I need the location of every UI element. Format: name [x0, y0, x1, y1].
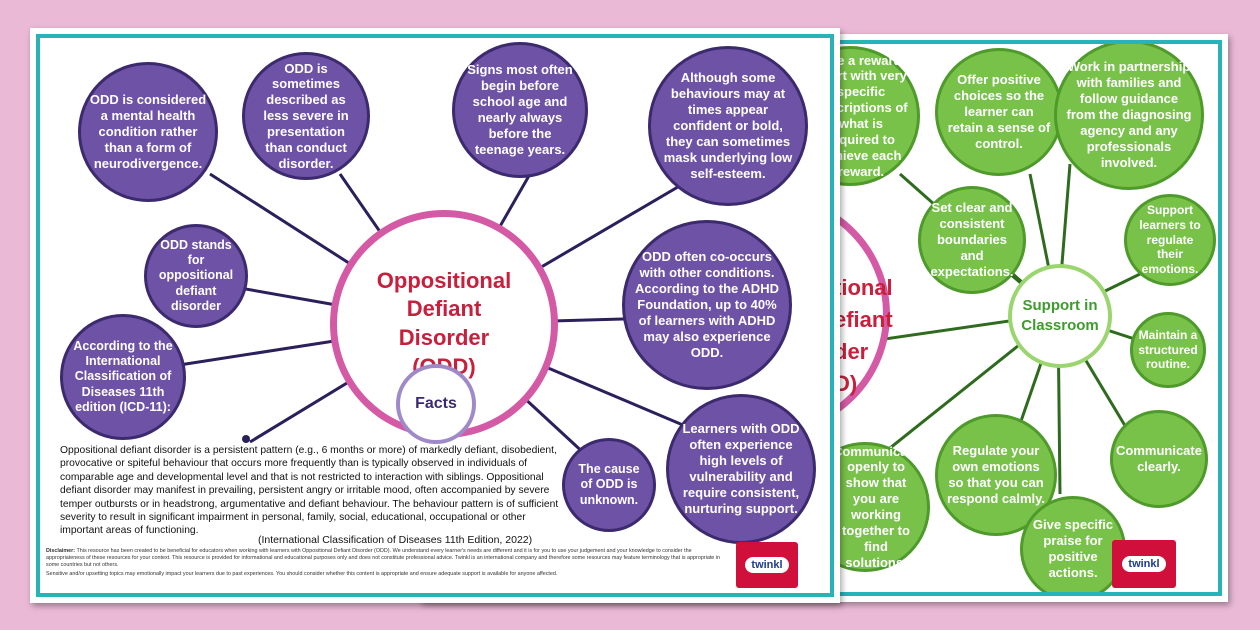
facts-sheet: ODD is considered a mental health condit…	[30, 28, 840, 603]
fact-bubble-icd11: According to the International Classific…	[60, 314, 186, 440]
support-bubble-positive-choices: Offer positive choices so the learner ca…	[935, 48, 1063, 176]
support-ghost-title: tional efiant der D)	[834, 272, 893, 400]
ghost-line: efiant	[834, 306, 893, 332]
facts-label-circle: Facts	[396, 364, 476, 444]
twinkl-logo-text: twinkl	[745, 557, 789, 573]
fact-bubble-less-severe: ODD is sometimes described as less sever…	[242, 52, 370, 180]
fact-bubble-odd-stands-for: ODD stands for oppositional defiant diso…	[144, 224, 248, 328]
disclaimer-label: Disclaimer:	[46, 548, 76, 554]
disclaimer-sensitive-note: Sensitive and/or upsetting topics may em…	[46, 571, 558, 578]
facts-twinkl-logo: twinkl	[736, 542, 798, 588]
twinkl-logo-text: twinkl	[1122, 556, 1166, 572]
support-bubble-boundaries: Set clear and consistent boundaries and …	[918, 186, 1026, 294]
fact-bubble-signs: Signs most often begin before school age…	[452, 42, 588, 178]
support-bubble-regulate-emotions: Support learners to regulate their emoti…	[1124, 194, 1216, 286]
support-bubble-partnership: Work in partnership with families and fo…	[1054, 44, 1204, 190]
ghost-line: der	[834, 338, 869, 364]
icd11-definition-text: Oppositional defiant disorder is a persi…	[60, 445, 559, 537]
support-center-circle: Support in Classroom	[1008, 264, 1112, 368]
icd11-citation: (International Classification of Disease…	[258, 534, 533, 546]
support-bubble-communicate-clearly: Communicate clearly.	[1110, 410, 1208, 508]
support-bubble-regulate-own: Regulate your own emotions so that you c…	[935, 414, 1057, 536]
ghost-line: D)	[834, 370, 858, 396]
fact-bubble-mental-health: ODD is considered a mental health condit…	[78, 62, 218, 202]
fact-bubble-vulnerability: Learners with ODD often experience high …	[666, 394, 816, 544]
connector-dot	[242, 435, 250, 443]
support-bubble-routine: Maintain a structured routine.	[1130, 312, 1206, 388]
fact-bubble-masking: Although some behaviours may at times ap…	[648, 46, 808, 206]
facts-sheet-frame: ODD is considered a mental health condit…	[36, 34, 834, 597]
disclaimer-text: Disclaimer: This resource has been creat…	[46, 548, 726, 578]
support-bubble-praise: Give specific praise for positive action…	[1020, 496, 1126, 592]
support-twinkl-logo: twinkl	[1112, 540, 1176, 588]
fact-bubble-co-occurs: ODD often co-occurs with other condition…	[622, 220, 792, 390]
ghost-line: tional	[834, 275, 893, 300]
disclaimer-body: This resource has been created to be ben…	[46, 548, 721, 569]
fact-bubble-cause-unknown: The cause of ODD is unknown.	[562, 438, 656, 532]
